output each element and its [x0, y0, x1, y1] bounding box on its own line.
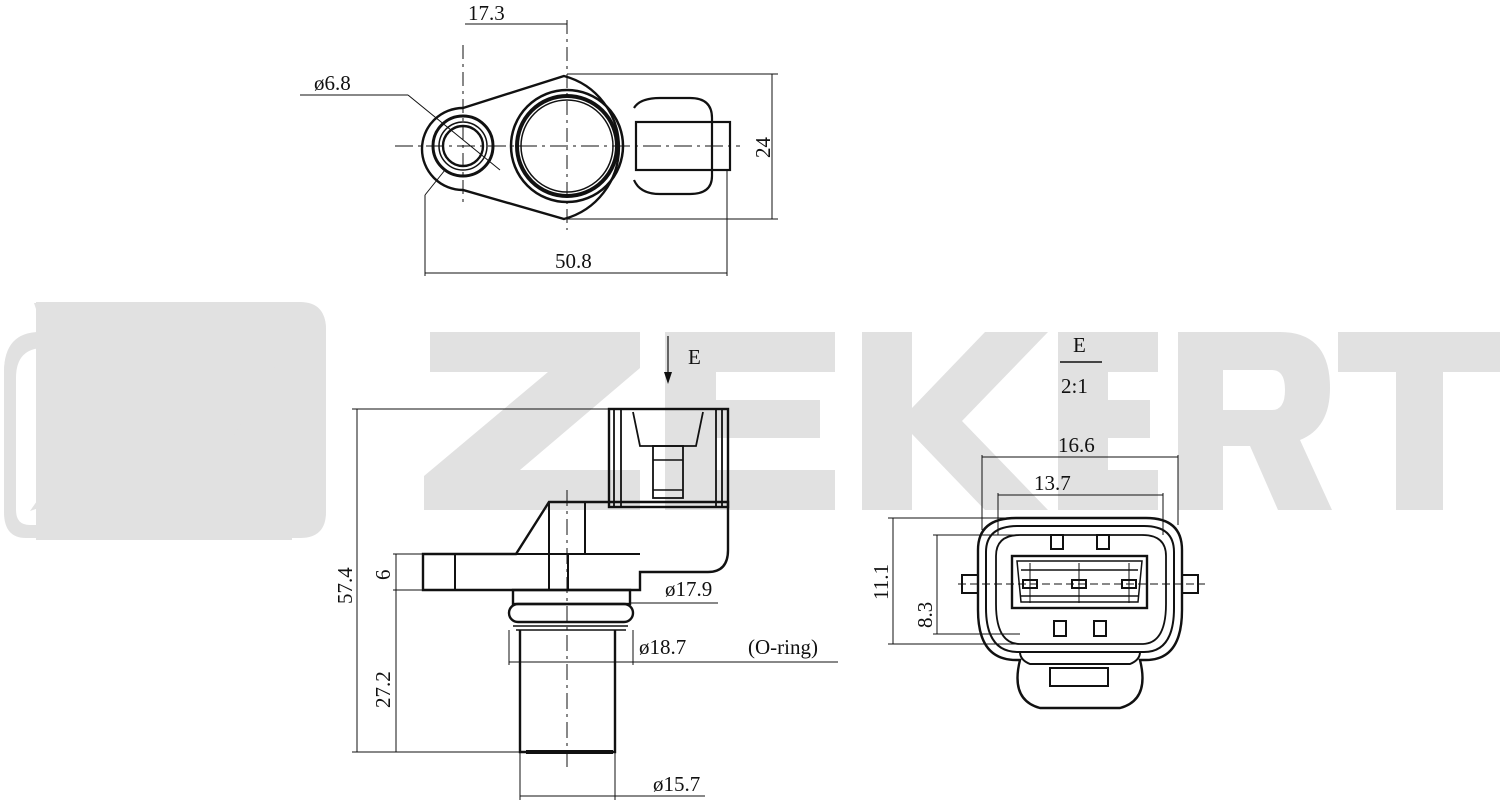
scale-label: 2:1 [1061, 374, 1088, 398]
dim-height: 24 [751, 137, 775, 159]
connector-view-drawing [888, 361, 1205, 710]
dim-hole-diameter: ø6.8 [314, 71, 351, 95]
zekert-watermark [4, 302, 1500, 540]
dim-oring-diameter: ø18.7 [639, 635, 686, 659]
dim-overall-length: 50.8 [555, 249, 592, 273]
z-emblem-icon [4, 302, 326, 540]
oring-label: (O-ring) [748, 635, 818, 659]
dim-body-diameter: ø17.9 [665, 577, 712, 601]
dim-tip-diameter: ø15.7 [653, 772, 700, 796]
dim-center-distance: 17.3 [468, 1, 505, 25]
dim-outer-height: 11.1 [869, 564, 893, 600]
side-view-drawing [352, 336, 838, 800]
zekert-wordmark [424, 332, 1500, 510]
dim-inner-height: 8.3 [913, 602, 937, 628]
section-label-e: E [1073, 333, 1086, 357]
dim-outer-width: 16.6 [1058, 433, 1095, 457]
dim-overall-height: 57.4 [333, 567, 357, 604]
section-marker-e: E [688, 345, 701, 369]
top-view-drawing [300, 20, 778, 276]
dim-probe-length: 27.2 [371, 671, 395, 708]
dim-flange-thickness: 6 [371, 570, 395, 581]
dim-inner-width: 13.7 [1034, 471, 1071, 495]
